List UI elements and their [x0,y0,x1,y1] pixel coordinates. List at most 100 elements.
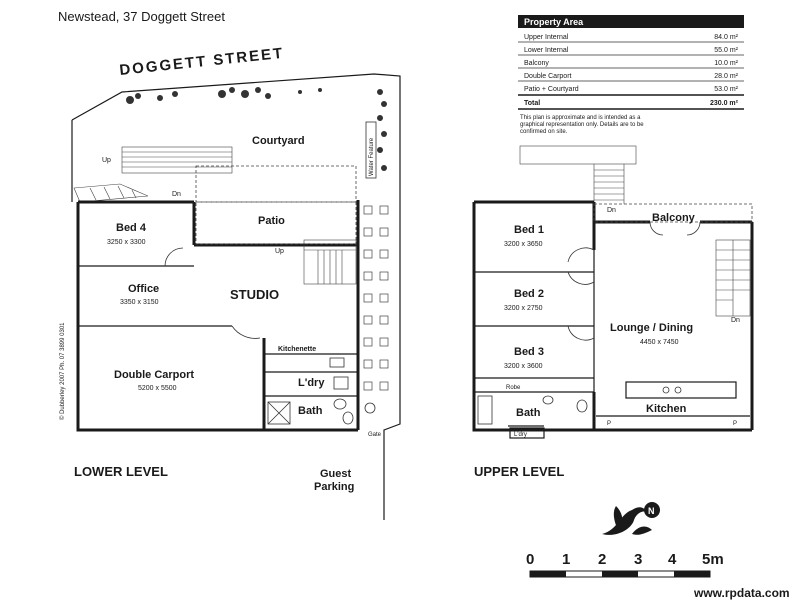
guest-parking-line1: Guest [320,468,352,480]
upper-bath-label: Bath [516,407,541,419]
laundry-tub [333,376,349,390]
bed3-door [567,325,595,341]
street-name: DOGGETT STREET [119,45,285,79]
upper-right-stairs [715,239,751,317]
area-row-value: 53.0 m² [714,86,738,93]
upper-laundry-label: L'dry [514,432,527,438]
gate-label: Gate [368,432,382,438]
bed2-dimensions: 3200 x 2750 [504,305,543,312]
upper-vanity-basin [542,395,554,405]
compass-north-label: N [648,506,655,516]
office-label: Office [128,283,159,295]
area-row-value: 28.0 m² [714,73,738,80]
patio-dashed-area [195,201,357,245]
balcony-label: Balcony [652,212,696,224]
carport-label: Double Carport [114,369,194,381]
water-feature-label: Water Feature [369,137,375,176]
site-boundary [71,73,401,520]
kitchen-label: Kitchen [646,403,687,415]
courtyard-dashed-area [195,165,357,203]
guest-parking-line2: Parking [314,481,354,493]
lower-dn-label: Dn [172,191,181,198]
bed4-door [164,247,184,267]
water-feature [365,121,377,179]
entry-stairs [73,146,233,203]
scale-tick-label: 0 [526,551,534,568]
property-area-header [518,15,744,28]
shower [267,401,291,425]
balcony-doors [649,221,701,236]
garden-plants [126,87,387,171]
lower-hot-water-unit [364,402,376,414]
upper-laundry-box [509,427,545,439]
patio-label: Patio [258,215,285,227]
disclaimer-line: graphical representation only. Details a… [520,122,644,128]
upper-dn-right-label: Dn [731,317,740,324]
area-row-value: 84.0 m² [714,34,738,41]
kitchen-island [625,381,737,399]
bed1-label: Bed 1 [514,224,544,236]
kitchenette-label: Kitchenette [278,346,316,353]
robe-label: Robe [506,385,521,391]
carport-dimensions: 5200 x 5500 [138,385,177,392]
upper-level-plan: Dn Balcony Dn [472,145,754,479]
area-row-label: Patio + Courtyard [524,86,579,93]
bed4-dimensions: 3250 x 3300 [107,239,146,246]
area-row-value: 55.0 m² [714,47,738,54]
lower-up-label: Up [102,157,111,164]
lower-bath-label: Bath [298,405,323,417]
disclaimer-line: This plan is approximate and is intended… [520,115,641,121]
disclaimer-line: confirmed on site. [520,129,568,135]
area-total-value: 230.0 m² [710,100,739,107]
copyright-note: © Dubberley 2007 Ph. 07 3899 0301 [59,322,66,420]
bed2-door [567,271,595,285]
studio-label: STUDIO [230,287,279,302]
patio-up-label: Up [275,248,284,255]
area-row-label: Balcony [524,60,549,67]
scale-bar: 0 1 2 3 4 5m [526,551,724,578]
bed1-dimensions: 3200 x 3650 [504,241,543,248]
scale-tick-label: 4 [668,551,677,568]
north-compass: N [602,502,660,535]
office-door [231,325,261,339]
rpdata-watermark: www.rpdata.com [693,586,790,600]
area-row-value: 10.0 m² [714,60,738,67]
property-address: Newstead, 37 Doggett Street [58,9,225,24]
area-row-label: Upper Internal [524,34,569,41]
lower-interior-stairs [303,239,357,285]
upper-level-label: UPPER LEVEL [474,464,564,479]
area-total-label: Total [524,100,540,107]
upper-entry-stairs [519,145,637,204]
upper-dn-top-label: Dn [607,207,616,214]
bed1-door [567,247,595,263]
bed3-dimensions: 3200 x 3600 [504,363,543,370]
property-area-table: Property Area Upper Internal 84.0 m² Low… [518,15,744,135]
lower-toilet [342,411,354,425]
bed4-label: Bed 4 [116,222,147,234]
lounge-dimensions: 4450 x 7450 [640,339,679,346]
pantry-right-label: P [733,421,737,427]
upper-toilet [576,399,588,413]
scale-tick-label: 1 [562,551,570,568]
bed3-label: Bed 3 [514,346,544,358]
upper-left-wall [472,202,594,432]
bed2-label: Bed 2 [514,288,544,300]
courtyard-label: Courtyard [252,135,305,147]
pantry-left-label: P [607,421,611,427]
laundry-label: L'dry [298,377,325,389]
lower-level-label: LOWER LEVEL [74,464,168,479]
area-row-label: Lower Internal [524,47,569,54]
kitchenette-sink [329,357,345,368]
lower-vanity-basin [333,398,347,410]
scale-tick-label: 2 [598,551,606,568]
upper-bathtub [477,395,493,425]
side-path-pavers [363,205,389,391]
lower-level-plan: Water Feature Courtyard Up Dn Patio [59,73,401,520]
balcony-area [593,203,753,223]
scale-tick-label: 3 [634,551,642,568]
property-area-heading: Property Area [524,17,584,27]
compass-fleur-icon [602,507,646,535]
area-row-label: Double Carport [524,73,572,80]
office-dimensions: 3350 x 3150 [120,299,159,306]
